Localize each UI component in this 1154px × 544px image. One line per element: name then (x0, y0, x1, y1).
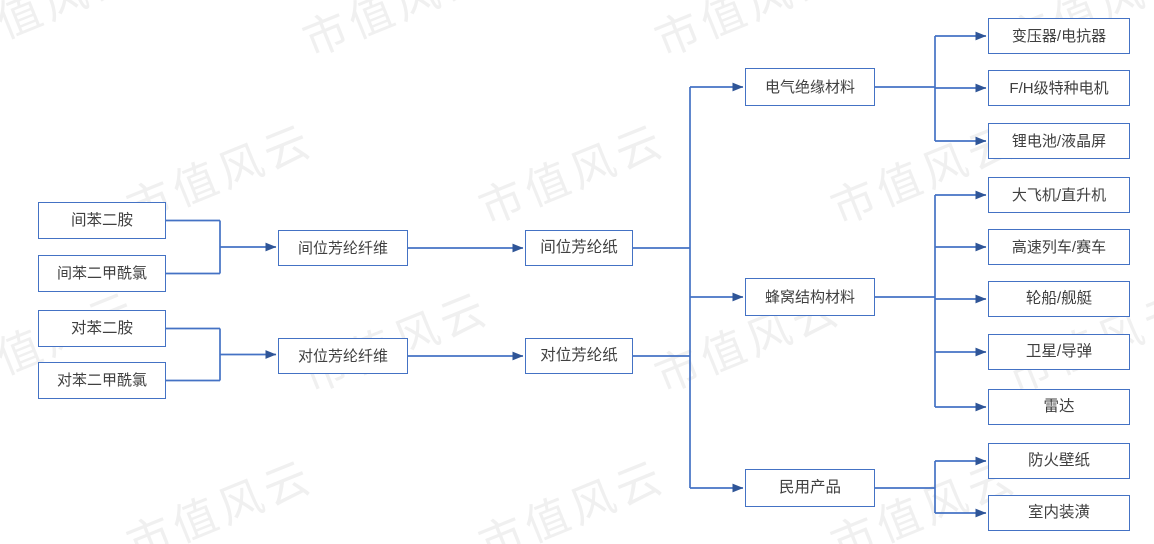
paper-node[interactable]: 间位芳纶纸 (525, 230, 633, 266)
node-label: 间苯二胺 (70, 211, 133, 229)
monomer-node[interactable]: 对苯二甲酰氯 (38, 362, 166, 399)
paper-node[interactable]: 对位芳纶纸 (525, 338, 633, 374)
node-label: 雷达 (1043, 398, 1075, 416)
node-label: 民用产品 (778, 479, 841, 497)
application-node[interactable]: F/H级特种电机 (988, 70, 1130, 106)
application-node[interactable]: 锂电池/液晶屏 (988, 123, 1130, 159)
application-node[interactable]: 轮船/舰艇 (988, 281, 1130, 317)
watermark-text: 市值风云 (648, 0, 849, 67)
application-node[interactable]: 变压器/电抗器 (988, 18, 1130, 54)
node-label: 高速列车/赛车 (1011, 238, 1107, 256)
category-node[interactable]: 电气绝缘材料 (745, 68, 875, 106)
watermark-text: 市值风云 (0, 0, 145, 67)
node-label: 卫星/导弹 (1025, 343, 1093, 361)
node-label: 对苯二甲酰氯 (56, 372, 147, 389)
node-label: 对位芳纶纤维 (297, 347, 388, 365)
category-node[interactable]: 民用产品 (745, 469, 875, 507)
node-label: 电气绝缘材料 (764, 78, 855, 96)
node-label: 大飞机/直升机 (1011, 186, 1107, 204)
node-label: 间苯二甲酰氯 (56, 265, 147, 282)
monomer-node[interactable]: 对苯二胺 (38, 310, 166, 347)
watermark-text: 市值风云 (120, 451, 321, 544)
monomer-node[interactable]: 间苯二胺 (38, 202, 166, 239)
fiber-node[interactable]: 间位芳纶纤维 (278, 230, 408, 266)
watermark-text: 市值风云 (472, 451, 673, 544)
application-node[interactable]: 防火壁纸 (988, 443, 1130, 479)
application-node[interactable]: 高速列车/赛车 (988, 229, 1130, 265)
node-label: 对位芳纶纸 (540, 347, 618, 365)
application-node[interactable]: 卫星/导弹 (988, 334, 1130, 370)
node-label: 间位芳纶纤维 (297, 239, 388, 257)
monomer-node[interactable]: 间苯二甲酰氯 (38, 255, 166, 292)
application-node[interactable]: 室内装潢 (988, 495, 1130, 531)
fiber-node[interactable]: 对位芳纶纤维 (278, 338, 408, 374)
node-label: 轮船/舰艇 (1025, 290, 1093, 308)
node-label: 变压器/电抗器 (1011, 27, 1107, 45)
watermark-text: 市值风云 (296, 0, 497, 67)
node-label: 间位芳纶纸 (540, 239, 618, 257)
category-node[interactable]: 蜂窝结构材料 (745, 278, 875, 316)
application-node[interactable]: 雷达 (988, 389, 1130, 425)
watermark-text: 市值风云 (472, 115, 673, 235)
node-label: 对苯二胺 (70, 319, 133, 337)
node-label: F/H级特种电机 (1009, 79, 1109, 97)
node-label: 锂电池/液晶屏 (1011, 132, 1107, 150)
node-label: 室内装潢 (1027, 504, 1090, 522)
application-node[interactable]: 大飞机/直升机 (988, 177, 1130, 213)
node-label: 蜂窝结构材料 (764, 288, 855, 306)
node-label: 防火壁纸 (1027, 452, 1090, 470)
